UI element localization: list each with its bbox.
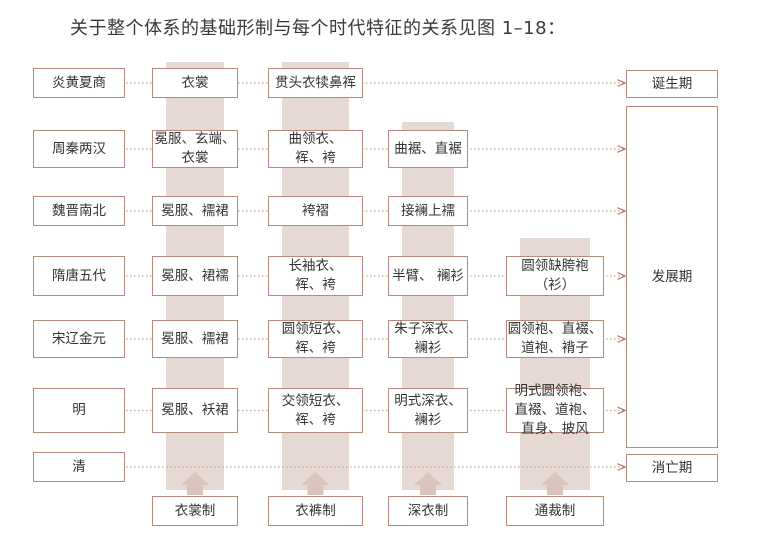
garment-cell: 曲领衣、 裈、袴 [268, 130, 363, 168]
system-label: 衣裳制 [152, 496, 238, 526]
garment-cell: 圆领短衣、 裈、袴 [268, 320, 363, 358]
garment-cell: 冕服、裙襦 [152, 256, 238, 296]
stage-birth: 诞生期 [626, 70, 718, 98]
garment-cell: 袴褶 [268, 196, 363, 226]
up-arrow-icon [301, 472, 330, 495]
garment-cell: 长袖衣、 裈、袴 [268, 256, 363, 296]
system-label: 通裁制 [506, 496, 604, 526]
garment-cell: 贯头衣犊鼻裈 [268, 68, 363, 98]
garment-cell: 衣裳 [152, 68, 238, 98]
system-label: 深衣制 [388, 496, 468, 526]
garment-cell: 圆领缺胯袍 （衫） [506, 256, 604, 296]
garment-cell: 冕服、玄端、 衣裳 [152, 130, 238, 168]
up-arrow-icon [414, 472, 442, 495]
dynasty-label: 魏晋南北 [33, 196, 125, 226]
up-arrow-icon [541, 472, 569, 495]
dynasty-label: 周秦两汉 [33, 130, 125, 168]
dynasty-label: 明 [33, 388, 125, 433]
garment-cell: 朱子深衣、 襕衫 [388, 320, 468, 358]
stage-decline: 消亡期 [626, 454, 718, 482]
garment-cell: 半臂、 襕衫 [388, 256, 468, 296]
garment-cell: 交领短衣、 裈、袴 [268, 388, 363, 433]
garment-cell: 接襕上襦 [388, 196, 468, 226]
up-arrow-icon [181, 472, 209, 495]
garment-cell: 明式深衣、 襕衫 [388, 388, 468, 433]
dynasty-label: 炎黄夏商 [33, 68, 125, 98]
garment-cell: 冕服、袄裙 [152, 388, 238, 433]
garment-cell: 冕服、襦裙 [152, 320, 238, 358]
dynasty-label: 清 [33, 452, 125, 482]
dynasty-label: 宋辽金元 [33, 320, 125, 358]
garment-cell: 冕服、襦裙 [152, 196, 238, 226]
page-title: 关于整个体系的基础形制与每个时代特征的关系见图 1–18： [70, 18, 566, 39]
stage-development: 发展期 [626, 106, 718, 448]
garment-cell: 圆领袍、直裰、 道袍、褙子 [506, 320, 604, 358]
system-label: 衣裤制 [268, 496, 363, 526]
garment-cell: 曲裾、直裾 [388, 130, 468, 168]
dynasty-label: 隋唐五代 [33, 256, 125, 296]
garment-cell: 明式圆领袍、 直裰、道袍、 直身、披风 [506, 383, 604, 437]
column-stripe [402, 122, 454, 490]
